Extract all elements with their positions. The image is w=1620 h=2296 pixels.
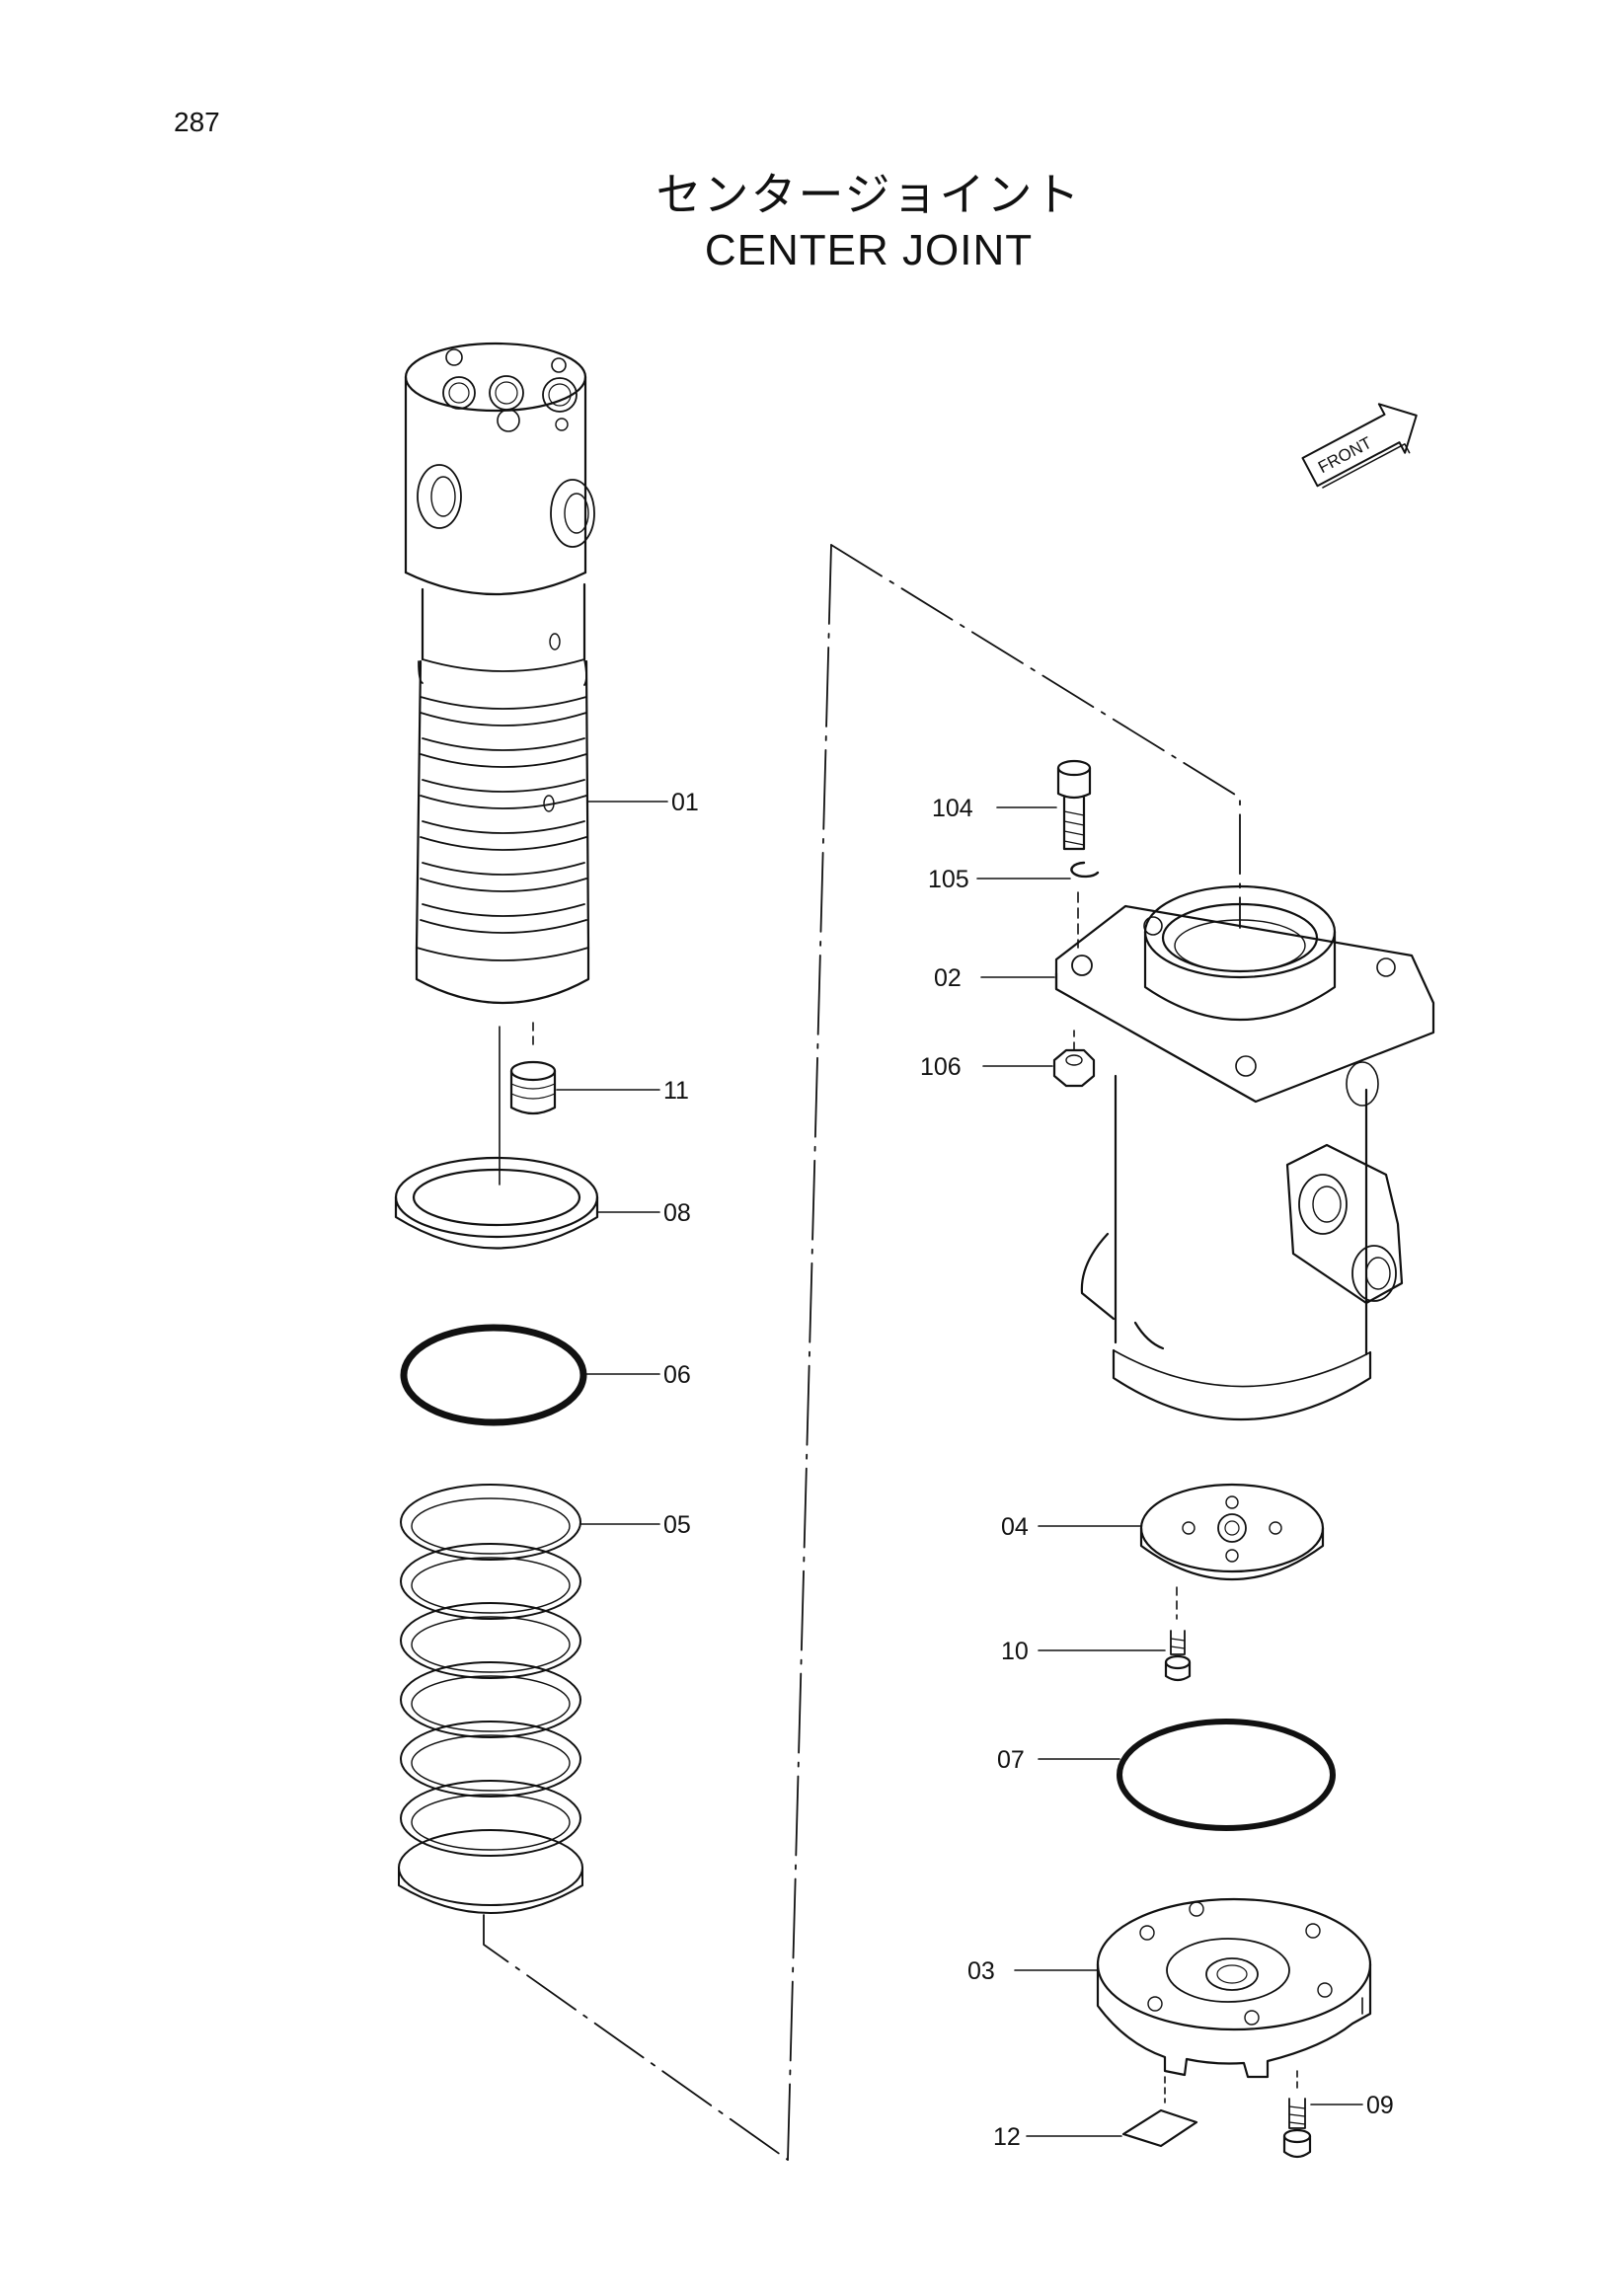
part-06-o-ring xyxy=(400,1324,587,1426)
part-104-bolt xyxy=(1056,759,1092,851)
callout-09: 09 xyxy=(1366,2092,1394,2119)
part-05-seal-stack xyxy=(398,1484,583,1914)
callout-12: 12 xyxy=(993,2123,1021,2151)
part-105-washer xyxy=(1070,861,1100,949)
part-10-screw xyxy=(1164,1630,1192,1682)
callout-11: 11 xyxy=(663,1077,689,1105)
part-01-spindle xyxy=(404,342,595,1005)
callout-07: 07 xyxy=(997,1746,1025,1774)
page-number: 287 xyxy=(174,107,220,137)
callout-10: 10 xyxy=(1001,1638,1029,1665)
page-title-japanese: センタージョイント xyxy=(656,168,1082,221)
callout-03: 03 xyxy=(967,1957,995,1985)
title-block: センタージョイント CENTER JOINT xyxy=(533,166,1204,278)
part-02-housing xyxy=(1054,884,1435,1421)
leader-lines xyxy=(556,801,1363,2137)
front-arrow-icon: FRONT xyxy=(1301,403,1418,489)
part-12-nameplate xyxy=(1121,2108,1198,2148)
part-04-cover-plate xyxy=(1139,1483,1325,1620)
callout-106: 106 xyxy=(920,1053,962,1081)
callout-labels: 01 02 03 04 05 06 07 08 09 10 11 12 104 … xyxy=(663,789,1394,2151)
part-09-cap-screw xyxy=(1282,2098,1312,2159)
callout-104: 104 xyxy=(932,795,973,822)
assembly-guide-lines xyxy=(483,544,1241,2161)
callout-08: 08 xyxy=(663,1199,691,1227)
callout-105: 105 xyxy=(928,866,969,893)
callout-02: 02 xyxy=(934,964,962,992)
part-11-plug xyxy=(509,1022,557,1115)
page-title-english: CENTER JOINT xyxy=(704,226,1034,274)
callout-05: 05 xyxy=(663,1511,691,1539)
part-08-seal-ring xyxy=(394,1156,599,1250)
callout-04: 04 xyxy=(1001,1513,1029,1541)
part-03-bottom-cover xyxy=(1096,1897,1372,2104)
callout-01: 01 xyxy=(671,789,699,816)
part-106-nut xyxy=(1052,1030,1096,1088)
callout-06: 06 xyxy=(663,1361,691,1389)
part-07-o-ring xyxy=(1117,1719,1336,1831)
